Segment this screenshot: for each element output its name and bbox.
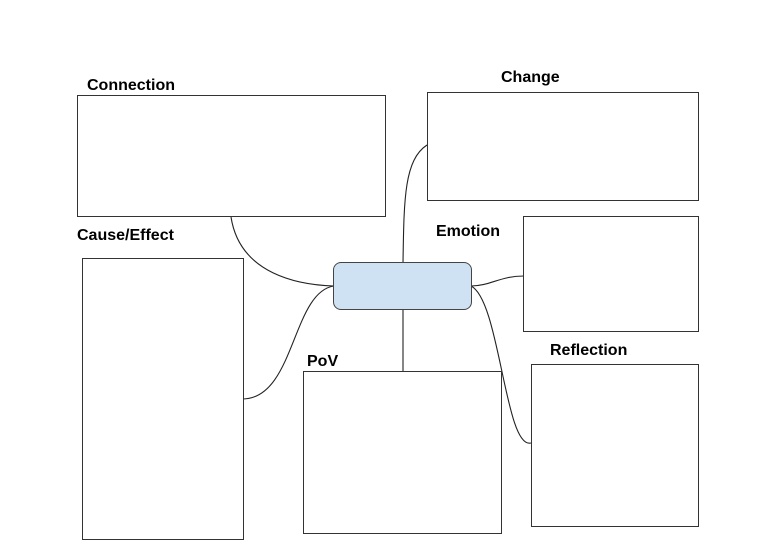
box-cause-effect[interactable] xyxy=(82,258,244,540)
connector-cause-effect xyxy=(242,285,335,400)
box-reflection[interactable] xyxy=(531,364,699,527)
box-connection[interactable] xyxy=(77,95,386,217)
label-emotion: Emotion xyxy=(436,223,500,240)
label-cause-effect: Cause/Effect xyxy=(77,227,174,244)
connector-reflection xyxy=(470,285,532,444)
box-pov[interactable] xyxy=(303,371,502,534)
label-pov: PoV xyxy=(307,353,339,370)
connector-change xyxy=(402,144,428,264)
label-connection: Connection xyxy=(87,77,175,94)
central-hub[interactable] xyxy=(333,262,472,310)
box-change[interactable] xyxy=(427,92,699,201)
box-emotion[interactable] xyxy=(523,216,699,332)
label-change: Change xyxy=(501,69,560,86)
label-reflection: Reflection xyxy=(550,342,628,359)
connector-connection xyxy=(230,216,335,287)
connector-emotion xyxy=(470,275,525,287)
